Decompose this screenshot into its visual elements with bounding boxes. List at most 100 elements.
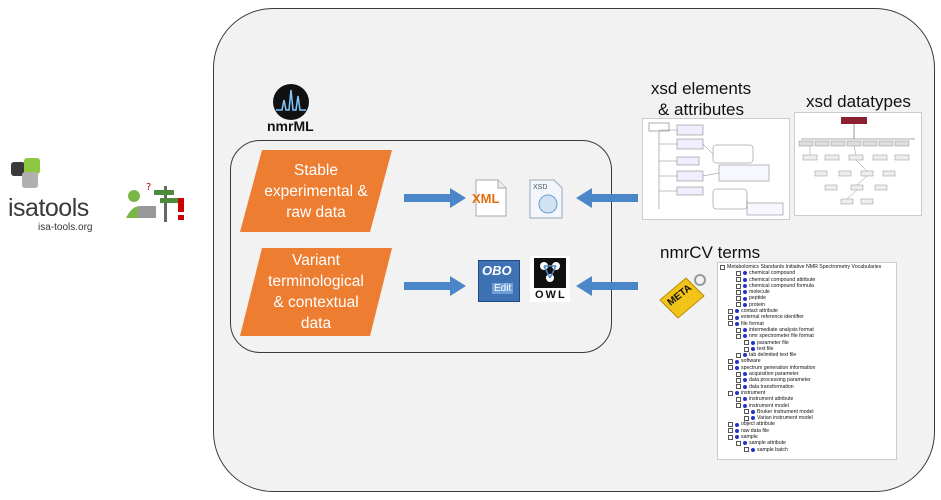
stable-data-box: Stable experimental & raw data (240, 150, 392, 232)
isatools-mark-icon (11, 158, 40, 188)
tree-root: Metabolomics Standards Initiative NMR Sp… (720, 264, 894, 270)
tree-expander-icon[interactable] (736, 270, 741, 276)
tree-expander-icon[interactable] (736, 384, 741, 390)
tree-item-label: nmr spectrometer file format (749, 333, 814, 340)
term-node-icon (743, 403, 747, 408)
tree-item[interactable]: Bruker instrument model (720, 409, 894, 415)
tree-item-label: tab delimited text file (749, 352, 797, 359)
tree-item-label: spectrum generation information (741, 364, 816, 371)
tree-item-label: sample (741, 434, 758, 441)
nmrcv-terms-heading: nmrCV terms (660, 243, 761, 262)
isatools-logo: isatools isa-tools.org (8, 158, 100, 234)
term-node-icon (743, 372, 747, 377)
tree-expander-icon[interactable] (728, 308, 733, 314)
tree-item[interactable]: intermediate analysis format (720, 327, 894, 333)
xml-file-icon: XML (470, 178, 510, 218)
tree-item[interactable]: parameter file (720, 340, 894, 346)
tree-expander-icon[interactable] (736, 333, 741, 339)
tree-expander-icon[interactable] (744, 346, 749, 352)
tree-item[interactable]: raw data file (720, 428, 894, 434)
tree-expander-icon[interactable] (736, 277, 741, 283)
tree-item[interactable]: object attribute (720, 421, 894, 427)
tree-item[interactable]: external reference identifier (720, 314, 894, 320)
tree-expander-icon[interactable] (728, 428, 733, 434)
term-node-icon (743, 284, 747, 289)
term-node-icon (743, 290, 747, 295)
xsd-datatypes-thumbnail (794, 112, 922, 216)
tree-item[interactable]: protein (720, 302, 894, 308)
tree-expander-icon[interactable] (736, 440, 741, 446)
tree-expander-icon[interactable] (744, 340, 749, 346)
tree-item[interactable]: text file (720, 346, 894, 352)
tree-item[interactable]: data processing parameter (720, 377, 894, 383)
tree-item[interactable]: instrument (720, 390, 894, 396)
tree-expander-icon[interactable] (744, 415, 749, 421)
arrow-right-icon (404, 188, 466, 208)
tree-expander-icon[interactable] (736, 403, 741, 409)
term-node-icon (751, 447, 755, 452)
tree-item-label: molecule (749, 289, 770, 296)
tree-item[interactable]: software (720, 358, 894, 364)
tree-item-label: peptide (749, 295, 767, 302)
tree-item-label: Varian instrument model (757, 415, 813, 422)
owl-icon: OWL (530, 256, 570, 302)
tree-expander-icon[interactable] (736, 377, 741, 383)
tree-expander-icon[interactable] (728, 365, 733, 371)
tree-expander-icon[interactable] (736, 302, 741, 308)
isatools-brand: isatools (8, 194, 89, 222)
term-node-icon (735, 359, 739, 364)
tree-item[interactable]: sample batch (720, 447, 894, 453)
tree-item[interactable]: sample attribute (720, 440, 894, 446)
tree-expander-icon[interactable] (728, 359, 733, 365)
tree-expander-icon[interactable] (728, 422, 733, 428)
tree-expander-icon[interactable] (736, 352, 741, 358)
tree-expander-icon[interactable] (744, 447, 749, 453)
tree-expander-icon[interactable] (728, 390, 733, 396)
tree-item[interactable]: acquisition parameter (720, 371, 894, 377)
tree-item[interactable]: peptide (720, 295, 894, 301)
arrow-left-icon (576, 188, 638, 208)
tree-expander-icon[interactable] (728, 315, 733, 321)
term-node-icon (743, 328, 747, 333)
term-node-icon (735, 391, 739, 396)
obo-edit-label: Edit (492, 283, 514, 294)
tree-item-label: object attribute (741, 421, 776, 428)
tree-item[interactable]: tab delimited text file (720, 352, 894, 358)
tree-item-label: chemical compound formula (749, 282, 814, 289)
tree-expander-icon[interactable] (736, 296, 741, 302)
term-node-icon (751, 340, 755, 345)
tree-item[interactable]: data transformation (720, 384, 894, 390)
tree-item[interactable]: spectrum generation information (720, 365, 894, 371)
tree-expander-icon[interactable] (736, 371, 741, 377)
tree-expander-icon[interactable] (736, 327, 741, 333)
tree-expander-icon[interactable] (728, 321, 733, 327)
tree-item[interactable]: sample (720, 434, 894, 440)
tree-item[interactable]: molecule (720, 289, 894, 295)
tree-item[interactable]: instrument model (720, 403, 894, 409)
tree-item[interactable]: Varian instrument model (720, 415, 894, 421)
term-node-icon (751, 416, 755, 421)
tree-expander-icon[interactable] (736, 289, 741, 295)
nmrml-wordmark: nmrML (267, 118, 314, 134)
tree-item-label: text file (757, 345, 774, 352)
xsd-datatypes-heading: xsd datatypes (806, 92, 911, 111)
term-node-icon (735, 309, 739, 314)
tree-item[interactable]: chemical compound attribute (720, 277, 894, 283)
tree-item[interactable]: contact attribute (720, 308, 894, 314)
tree-item[interactable]: chemical compound (720, 270, 894, 276)
tree-expander-icon[interactable] (736, 283, 741, 289)
tree-expander-icon[interactable] (744, 409, 749, 415)
tree-item[interactable]: instrument attribute (720, 396, 894, 402)
tree-item-label: chemical compound attribute (749, 276, 816, 283)
term-node-icon (743, 296, 747, 301)
tree-item[interactable]: chemical compound formula (720, 283, 894, 289)
tree-item[interactable]: nmr spectrometer file format (720, 333, 894, 339)
tree-item[interactable]: file format (720, 321, 894, 327)
user-signpost-icon: ? (124, 178, 196, 226)
term-node-icon (735, 435, 739, 440)
parallelogram-shape (240, 248, 392, 336)
tree-expander-icon[interactable] (736, 396, 741, 402)
tree-expander-icon[interactable] (728, 434, 733, 440)
tree-item-label: parameter file (757, 339, 789, 346)
